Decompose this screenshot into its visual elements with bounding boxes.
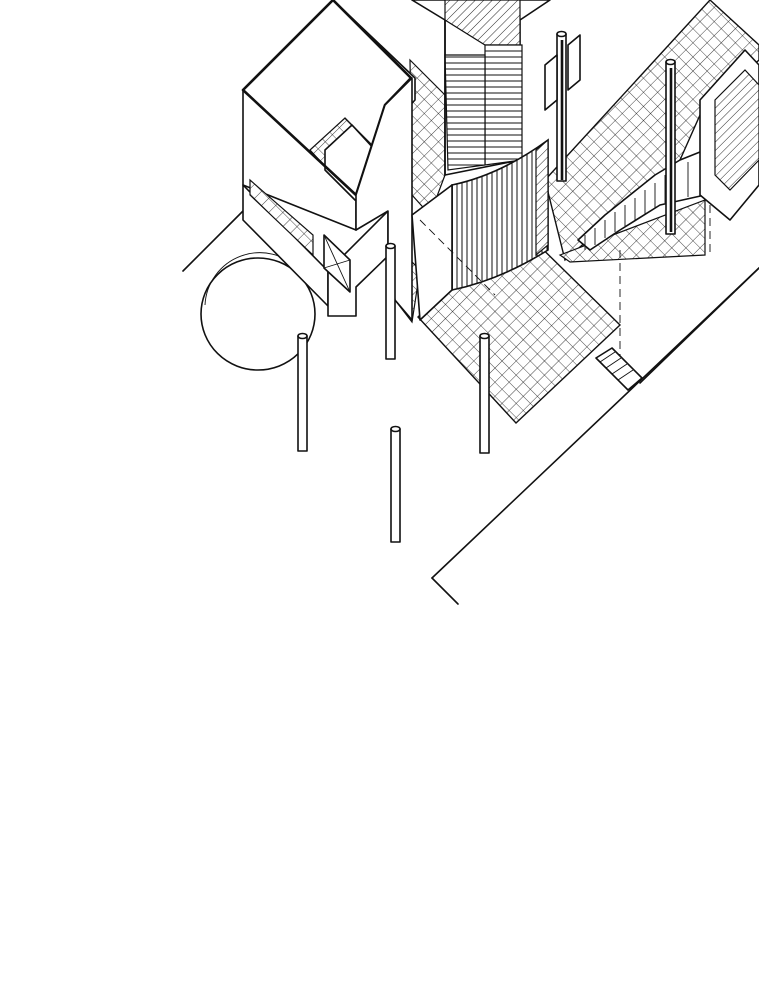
central-stair-tower (411, 0, 551, 176)
column-4 (479, 332, 490, 454)
screen-panels (535, 34, 581, 257)
site-boundary (182, 210, 759, 605)
curved-glass-wall (411, 138, 549, 321)
column-3 (390, 425, 401, 543)
column-1 (297, 332, 308, 452)
column-2 (385, 242, 396, 360)
column-5 (556, 30, 567, 182)
freestanding-columns (297, 30, 676, 543)
entry-steps (595, 347, 643, 391)
entry-pylon-box (241, 0, 416, 321)
column-6 (665, 58, 676, 235)
